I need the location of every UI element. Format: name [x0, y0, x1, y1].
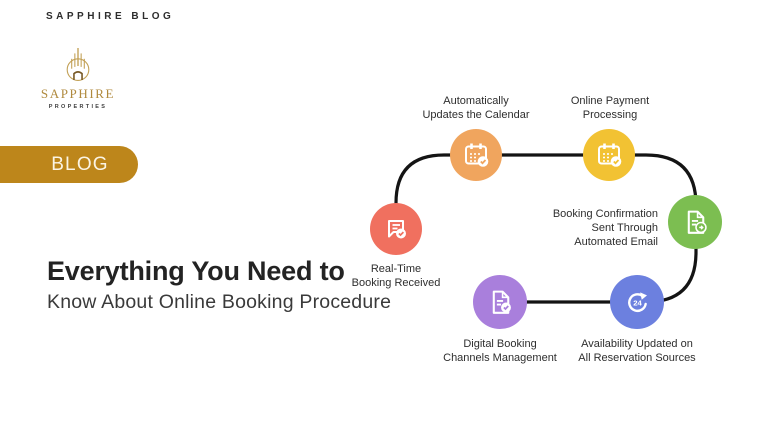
headline-line1: Everything You Need to [47, 256, 345, 286]
label-real-time-booking: Real-Time Booking Received [351, 263, 441, 289]
step-online-payment-processing [583, 129, 635, 181]
headline-line2: Know About Online Booking Procedure [47, 290, 392, 313]
step-automatic-calendar-update [450, 129, 502, 181]
calendar-check-icon [465, 143, 489, 167]
step-digital-booking-channels [473, 275, 527, 329]
logo-title: SAPPHIRE [40, 86, 116, 101]
refresh-24-icon: 24 [627, 291, 647, 312]
brand-text: SAPPHIRE BLOG [46, 11, 175, 22]
label-availability-update: Availability Updated on All Reservation … [578, 338, 696, 364]
step-booking-confirmation-email [668, 195, 722, 249]
headline: Everything You Need to Know About Online… [47, 256, 417, 314]
label-digital-booking-channels: Digital Booking Channels Management [443, 338, 557, 364]
step-availability-update: 24 [610, 275, 664, 329]
blog-badge-label: BLOG [51, 153, 109, 175]
label-automatic-calendar-update: Automatically Updates the Calendar [422, 95, 530, 121]
label-booking-confirmation-email: Booking Confirmation Sent Through Automa… [552, 208, 658, 248]
document-send-icon [687, 210, 707, 234]
label-online-payment-processing: Online Payment Processing [570, 95, 650, 121]
sapphire-logo: SAPPHIRE PROPERTIES [36, 46, 120, 110]
calendar-check-icon [598, 143, 622, 167]
step-real-time-booking [370, 203, 422, 255]
blog-badge: BLOG [0, 146, 138, 183]
svg-text:24: 24 [633, 298, 642, 307]
logo-subtitle: PROPERTIES [48, 104, 108, 110]
chat-check-icon [388, 220, 406, 239]
document-check-icon [492, 290, 511, 314]
sapphire-building-icon [66, 48, 90, 81]
